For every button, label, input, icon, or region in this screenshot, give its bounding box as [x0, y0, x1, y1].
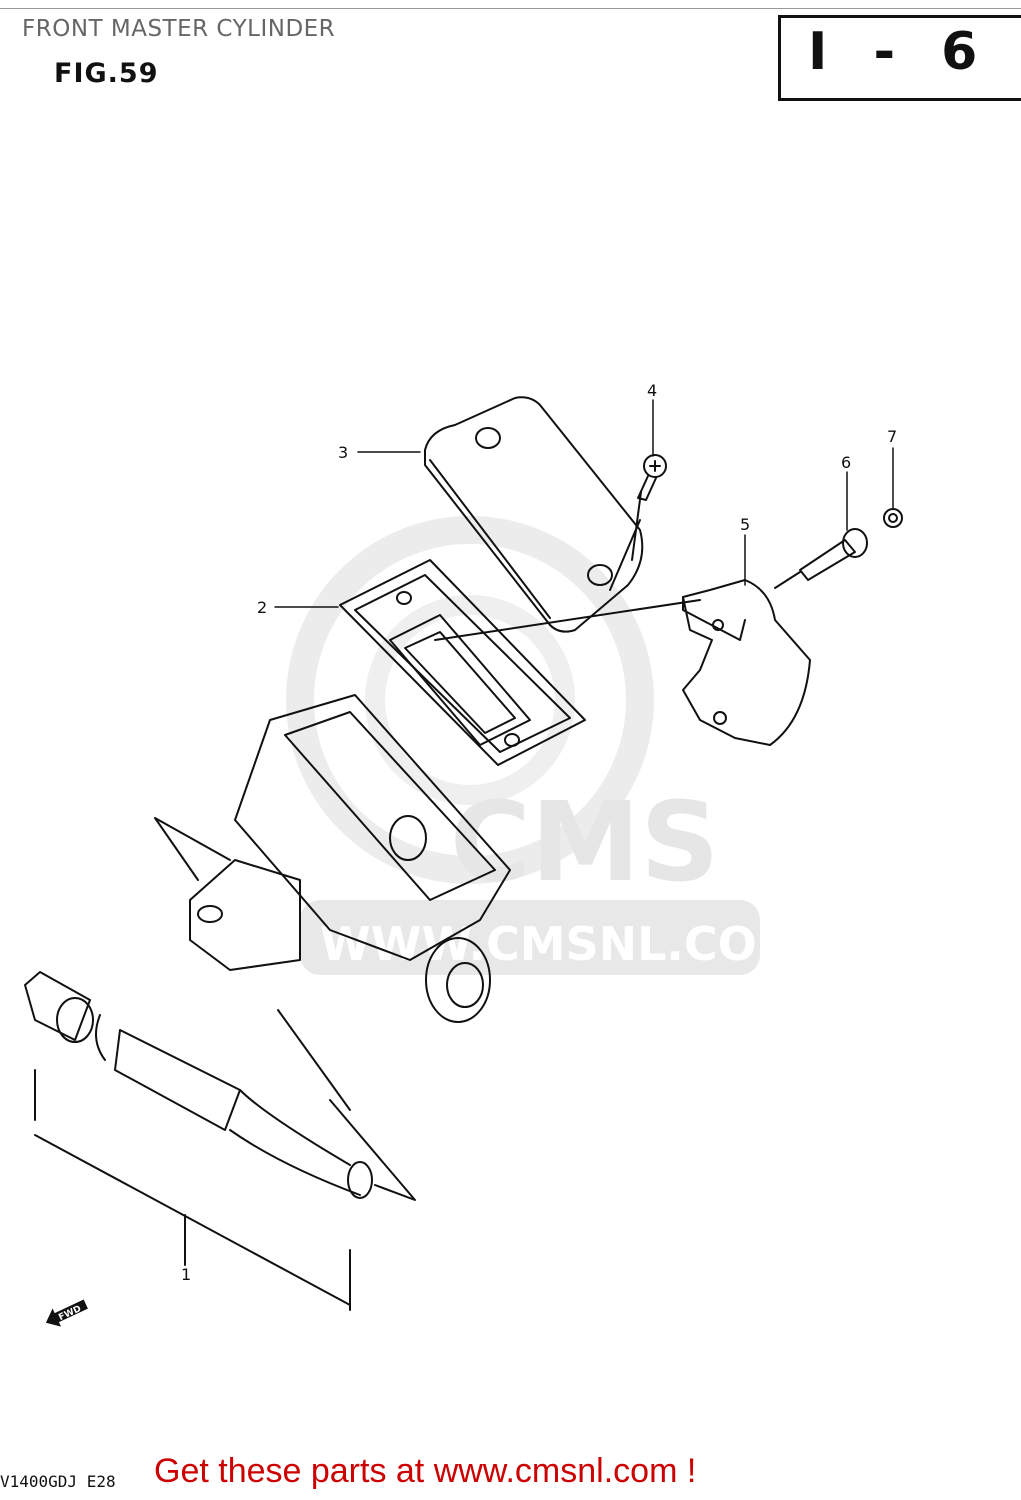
top-rule [0, 8, 1021, 9]
fwd-arrow-icon [45, 1299, 88, 1327]
callout-5: 5 [740, 515, 750, 534]
part-diaphragm [339, 559, 586, 766]
watermark-logo-ring [286, 516, 654, 884]
figure-number: FIG.59 [54, 58, 159, 89]
callout-2: 2 [257, 598, 267, 617]
page-ref: I - 6 [808, 22, 992, 82]
callout-7: 7 [887, 427, 897, 446]
part-piston-kit [24, 971, 416, 1311]
model-code: V1400GDJ E28 [0, 1472, 116, 1491]
callout-3: 3 [338, 443, 348, 462]
part-nut [883, 508, 903, 528]
part-cap-screw [609, 454, 667, 591]
part-clamp-bolt [774, 528, 868, 589]
watermark-logo-text: CMS [450, 778, 719, 906]
watermark: CMS WWW.CMSNL.COM [286, 516, 803, 975]
callout-4: 4 [647, 381, 657, 400]
page-ref-box [778, 15, 1021, 101]
part-master-cylinder-body [154, 599, 701, 1111]
part-holder [682, 579, 811, 746]
page-title: FRONT MASTER CYLINDER [22, 16, 336, 42]
callout-6: 6 [841, 453, 851, 472]
part-reservoir-cap [424, 396, 644, 633]
leader-lines [274, 399, 894, 608]
callout-1: 1 [181, 1265, 191, 1284]
watermark-url: WWW.CMSNL.COM [320, 917, 803, 971]
fwd-arrow: FWD [45, 1299, 88, 1327]
promo-link[interactable]: Get these parts at www.cmsnl.com ! [154, 1452, 697, 1490]
